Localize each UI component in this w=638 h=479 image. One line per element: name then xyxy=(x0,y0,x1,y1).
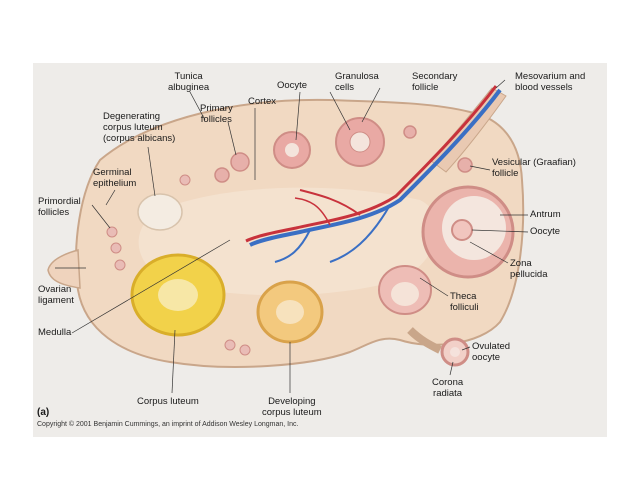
blood-vessel-branch-2 xyxy=(299,189,361,216)
label-oocyte-top: Oocyte xyxy=(277,80,308,91)
label-corpus-luteum: Corpus luteum xyxy=(137,396,199,407)
label-vesicular-follicle: Vesicular (Graafian) follicle xyxy=(492,157,576,179)
primordial-follicle xyxy=(239,344,251,356)
blood-vessel-branch-4 xyxy=(294,197,331,226)
blood-vessel-red-main xyxy=(245,85,498,243)
label-developing-corpus-luteum: Developing corpus luteum xyxy=(262,396,322,418)
blood-vessel-branch-3 xyxy=(274,229,311,263)
label-theca-folliculi: Theca folliculi xyxy=(450,291,479,313)
panel-letter: (a) xyxy=(37,407,50,418)
ovarian-ligament xyxy=(47,249,81,289)
primary-follicle xyxy=(457,157,473,173)
label-ovarian-ligament: Ovarian ligament xyxy=(38,284,74,306)
label-oocyte-right: Oocyte xyxy=(530,226,561,237)
vesicular-oocyte xyxy=(451,219,473,241)
primordial-follicle xyxy=(106,226,118,238)
label-antrum: Antrum xyxy=(530,209,561,220)
label-corona-radiata: Corona radiata xyxy=(432,377,464,399)
primary-follicle xyxy=(214,167,230,183)
label-medulla: Medulla xyxy=(38,327,72,338)
corpus-albicans xyxy=(137,193,183,231)
blood-vessel-blue-main xyxy=(249,88,502,247)
label-cortex: Cortex xyxy=(248,96,276,107)
label-germinal-epithelium: Germinal epithelium xyxy=(93,167,137,189)
label-granulosa-cells: Granulosa cells xyxy=(335,71,379,93)
label-degenerating-corpus-luteum: Degenerating corpus luteum (corpus albic… xyxy=(103,111,176,144)
primordial-follicle xyxy=(179,174,191,186)
label-primary-follicles: Primary follicles xyxy=(200,103,233,125)
label-mesovarium: Mesovarium and blood vessels xyxy=(515,71,586,93)
primary-follicle xyxy=(403,125,417,139)
label-secondary-follicle: Secondary follicle xyxy=(412,71,458,93)
copyright-notice: Copyright © 2001 Benjamin Cummings, an i… xyxy=(37,421,299,428)
primary-follicle xyxy=(230,152,250,172)
blood-vessel-branch-1 xyxy=(329,204,391,263)
label-primordial-follicles: Primordial follicles xyxy=(38,196,81,218)
leader-lines xyxy=(55,79,529,394)
primordial-follicle xyxy=(224,339,236,351)
primordial-follicle xyxy=(114,259,126,271)
label-tunica-albuginea: Tunica albuginea xyxy=(168,71,210,93)
primordial-follicle xyxy=(110,242,122,254)
label-ovulated-oocyte: Ovulated oocyte xyxy=(472,341,511,363)
label-zona-pellucida: Zona pellucida xyxy=(510,258,548,280)
